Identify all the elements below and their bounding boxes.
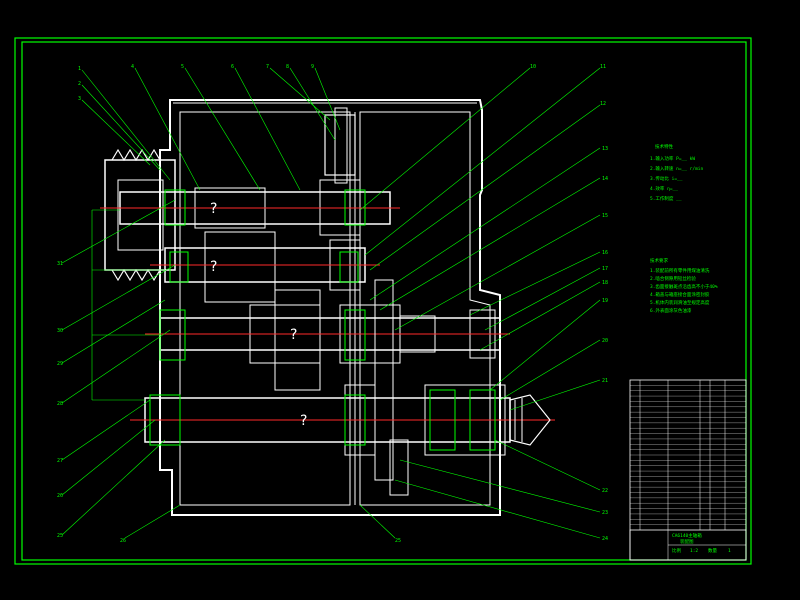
- balloon-right-22: 22: [602, 488, 608, 494]
- tech-req-4: 4.箱盖与箱座接合面涂密封胶: [650, 291, 710, 298]
- shaft-mark-4: ?: [300, 413, 307, 429]
- balloon-left-31: 31: [57, 261, 63, 267]
- tech-notes-top: 技术特性 1.输入功率 P=__ kW 2.输入转速 n=__ r/min 3.…: [650, 143, 704, 202]
- balloon-top-7: 7: [266, 64, 269, 70]
- leaders-top: [81, 67, 601, 271]
- leaders-right: [369, 147, 601, 539]
- balloon-top-5: 5: [181, 64, 184, 70]
- balloon-top-6: 6: [231, 64, 234, 70]
- balloon-left-29: 29: [57, 361, 63, 367]
- balloon-bottom-25: 25: [395, 538, 401, 544]
- leaders-left: [61, 199, 176, 536]
- tech-req-6: 6.外表面涂灰色油漆: [650, 307, 692, 314]
- outer-border: [14, 37, 752, 565]
- title-block: CA6140主轴箱 装配图 比例 1:2 数量 1: [629, 529, 747, 561]
- balloon-top-1: 1: [78, 66, 81, 72]
- balloon-left-30: 30: [57, 328, 63, 334]
- balloon-right-15: 15: [602, 213, 608, 219]
- tech-req-2: 2.啮合侧隙用铅丝检验: [650, 275, 696, 282]
- tech-note-5: 5.工作制度 __: [650, 195, 682, 202]
- qty-value: 1: [728, 548, 731, 554]
- balloon-right-17: 17: [602, 266, 608, 272]
- parts-list-table: [629, 379, 747, 561]
- scale-value: 1:2: [690, 548, 698, 554]
- spindle-chuck: [509, 394, 551, 446]
- tech-note-4: 4.效率 η=__: [650, 185, 678, 192]
- balloon-right-23: 23: [602, 510, 608, 516]
- inner-border: [21, 41, 747, 561]
- shaft-mark-1: ?: [210, 201, 217, 217]
- balloon-right-13: 13: [602, 146, 608, 152]
- scale-label: 比例: [672, 547, 681, 554]
- drawing-subtitle: 装配图: [680, 538, 694, 545]
- balloon-top-10: 10: [530, 64, 536, 70]
- balloon-left-26: 26: [57, 493, 63, 499]
- balloon-top-3: 3: [78, 96, 81, 102]
- balloon-right-19: 19: [602, 298, 608, 304]
- tech-req-1: 1.装配前所有零件用煤油清洗: [650, 267, 710, 274]
- balloon-top-9: 9: [311, 64, 314, 70]
- leader-bottom-1: [124, 504, 181, 539]
- shaft-3: [145, 289, 510, 391]
- balloon-right-20: 20: [602, 338, 608, 344]
- balloon-top-12: 12: [600, 101, 606, 107]
- tech-note-2: 2.输入转速 n=__ r/min: [650, 165, 704, 172]
- balloon-right-21: 21: [602, 378, 608, 384]
- tech-note-1: 1.输入功率 P=__ kW: [650, 155, 695, 162]
- tech-req-title: 技术要求: [650, 257, 668, 264]
- drawing-name: CA6140主轴箱: [672, 532, 702, 539]
- bearings: [149, 189, 496, 451]
- shaft-mark-3: ?: [290, 327, 297, 343]
- balloon-left-27: 27: [57, 458, 63, 464]
- shaft-4-spindle: [130, 279, 555, 496]
- balloon-right-14: 14: [602, 176, 608, 182]
- qty-label: 数量: [708, 547, 717, 554]
- balloon-left-25: 25: [57, 533, 63, 539]
- balloon-top-11: 11: [600, 64, 606, 70]
- balloon-right-18: 18: [602, 280, 608, 286]
- balloon-top-8: 8: [286, 64, 289, 70]
- tech-req-3: 3.齿面接触斑点沿齿高不小于40%: [650, 283, 718, 290]
- shaft-1: [100, 179, 400, 236]
- tech-notes-bottom: 技术要求 1.装配前所有零件用煤油清洗 2.啮合侧隙用铅丝检验 3.齿面接触斑点…: [650, 257, 718, 314]
- shaft-mark-2: ?: [210, 259, 217, 275]
- leader-bottom-2: [359, 504, 396, 539]
- tech-req-5: 5.机体内装润滑油至规定高度: [650, 299, 710, 306]
- balloon-top-4: 4: [131, 64, 134, 70]
- balloon-bottom-26: 26: [120, 538, 126, 544]
- tech-note-title: 技术特性: [655, 143, 673, 150]
- balloon-right-24: 24: [602, 536, 608, 542]
- balloon-right-16: 16: [602, 250, 608, 256]
- tech-note-3: 3.传动比 i=__: [650, 175, 683, 182]
- balloon-left-28: 28: [57, 401, 63, 407]
- gearbox-housing: [159, 99, 501, 516]
- balloon-top-2: 2: [78, 81, 81, 87]
- shaft-2: [150, 231, 380, 303]
- top-gear-assembly: [324, 107, 356, 184]
